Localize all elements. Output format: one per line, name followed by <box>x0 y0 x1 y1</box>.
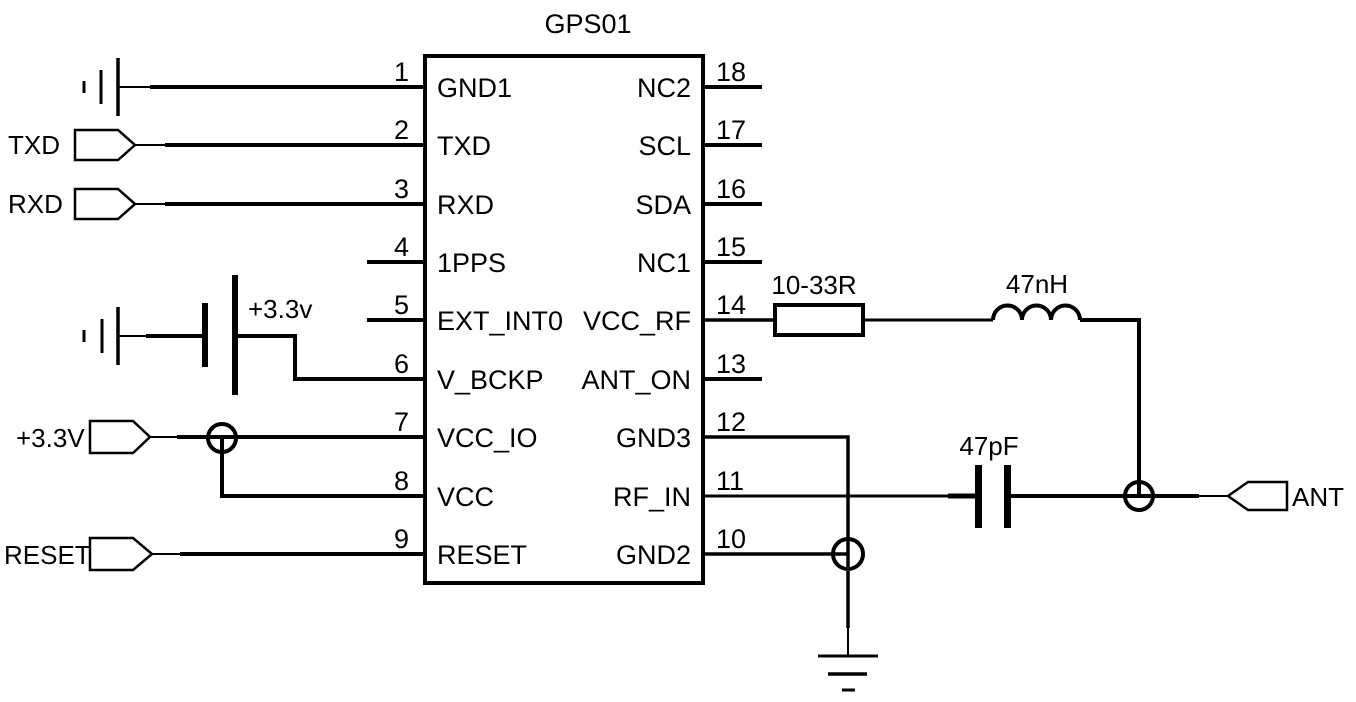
ant-label: ANT <box>1292 482 1344 512</box>
wire-pin8 <box>220 438 425 498</box>
capacitor-plate-right <box>1004 465 1011 528</box>
vcc-flag <box>88 419 152 455</box>
resistor-symbol: 10-33R <box>771 270 865 337</box>
pin-label-vcc: VCC <box>437 482 494 512</box>
rxd-label: RXD <box>8 189 63 219</box>
capacitor-plate-left <box>975 465 982 528</box>
pin-number-4: 4 <box>394 232 409 262</box>
capacitor-label: 47pF <box>959 431 1018 461</box>
left-pins: 1 2 3 4 5 6 7 8 9 GND1 TXD RXD 1PPS EXT_… <box>394 57 563 570</box>
txd-label: TXD <box>8 130 60 160</box>
junction-circle-gnd <box>831 537 865 571</box>
pin-number-5: 5 <box>394 290 409 320</box>
ic-title: GPS01 <box>544 9 631 39</box>
pin-number-9: 9 <box>394 524 409 554</box>
connector-flags <box>73 128 1289 572</box>
pin-label-sda: SDA <box>635 190 691 220</box>
pin-number-10: 10 <box>716 524 746 554</box>
wires-left <box>118 85 425 556</box>
pin-number-15: 15 <box>716 232 746 262</box>
pin-number-17: 17 <box>716 115 746 145</box>
pin-label-gnd1: GND1 <box>437 73 512 103</box>
pin-label-nc1: NC1 <box>637 248 691 278</box>
wires-right <box>703 85 1228 656</box>
inductor-label: 47nH <box>1006 269 1068 299</box>
junction-circle-vcc <box>206 422 238 454</box>
resistor-body <box>773 303 865 337</box>
ant-flag <box>1225 480 1289 512</box>
pin-number-11: 11 <box>716 466 744 496</box>
pin-number-6: 6 <box>394 349 409 379</box>
inductor-coils <box>991 303 1082 321</box>
pin-number-3: 3 <box>394 174 409 204</box>
pin-label-rxd: RXD <box>437 190 494 220</box>
pin-label-reset: RESET <box>437 540 527 570</box>
pin-number-7: 7 <box>394 407 409 437</box>
ground-symbol-battery <box>82 307 120 365</box>
capacitor-symbol: 47pF <box>959 431 1019 528</box>
pin-label-ant-on: ANT_ON <box>581 365 691 395</box>
vcc-label: +3.3V <box>16 423 85 453</box>
pin-label-gnd2: GND2 <box>616 540 691 570</box>
ground-symbol-pin1 <box>82 58 120 116</box>
pin-label-scl: SCL <box>638 131 691 161</box>
inductor-symbol: 47nH <box>991 269 1082 321</box>
reset-flag <box>88 536 154 572</box>
pin-label-txd: TXD <box>437 131 491 161</box>
pin-label-v-bckp: V_BCKP <box>437 365 544 395</box>
reset-label: RESET <box>4 540 91 570</box>
battery-symbol: +3.3v <box>202 275 312 395</box>
wire-inductor-junction <box>1080 318 1141 496</box>
txd-flag <box>73 128 137 162</box>
pin-label-nc2: NC2 <box>637 73 691 103</box>
pin-number-12: 12 <box>716 407 746 437</box>
pin-number-13: 13 <box>716 349 746 379</box>
pin-number-8: 8 <box>394 466 409 496</box>
pin-label-vcc-rf: VCC_RF <box>583 306 691 336</box>
ground-symbol-bottom <box>818 654 878 692</box>
pin-number-18: 18 <box>716 57 746 87</box>
pin-number-14: 14 <box>716 290 746 320</box>
pin-number-16: 16 <box>716 174 746 204</box>
pin-number-2: 2 <box>394 115 409 145</box>
resistor-label: 10-33R <box>771 270 856 300</box>
pin-number-1: 1 <box>394 57 409 87</box>
battery-negative-plate <box>202 303 208 367</box>
pin-label-gnd3: GND3 <box>616 423 691 453</box>
junction-circle-rf <box>1123 480 1155 512</box>
right-pins: 18 17 16 15 14 13 12 11 10 NC2 SCL SDA N… <box>581 57 746 570</box>
wire-battery-pin6 <box>238 334 425 381</box>
pin-label-rf-in: RF_IN <box>613 482 691 512</box>
pin-label-vcc-io: VCC_IO <box>437 423 538 453</box>
pin-label-1pps: 1PPS <box>437 248 506 278</box>
battery-positive-plate <box>232 275 238 395</box>
battery-label: +3.3v <box>248 294 312 324</box>
pin-label-ext-int0: EXT_INT0 <box>437 306 563 336</box>
wire-pin12-ground <box>703 435 850 628</box>
ic-body <box>423 54 705 585</box>
rxd-flag <box>73 187 137 221</box>
